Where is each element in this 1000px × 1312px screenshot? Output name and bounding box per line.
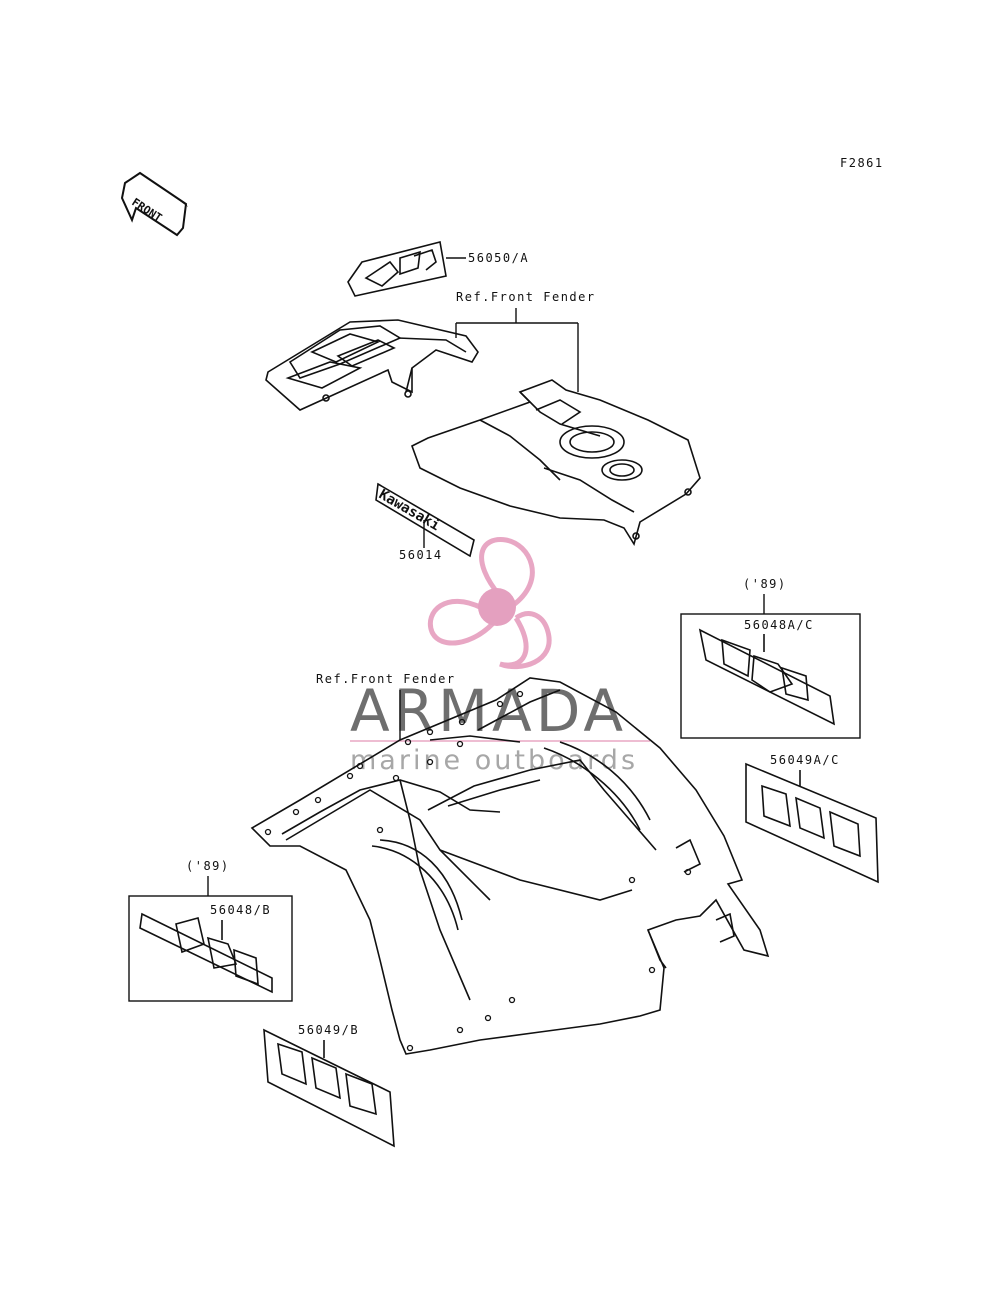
front-fender-rear-panel (265, 319, 479, 411)
rear-fender-mount-holes (264, 690, 692, 1052)
front-arrow-icon: FRONT (120, 171, 188, 237)
decal-56049b (263, 1028, 395, 1148)
watermark-brand: ARMADA (350, 677, 627, 745)
callout-year-right: ('89) (743, 577, 787, 591)
callout-56048b: 56048/B (210, 903, 271, 917)
front-fender-front-panel (411, 379, 701, 546)
kawasaki-emblem-56014: Kawasaki (375, 482, 475, 558)
callout-56049b: 56049/B (298, 1023, 359, 1037)
decal-56048ac (698, 628, 836, 726)
decal-56049ac (745, 762, 879, 884)
leader-ref-front-fender-top (455, 308, 579, 392)
callout-56050a: 56050/A (468, 251, 529, 265)
callout-ref-front-fender-bottom: Ref.Front Fender (316, 672, 456, 686)
decal-56048b (139, 912, 273, 994)
decal-box-left (128, 895, 293, 1002)
callout-56014: 56014 (399, 548, 443, 562)
emblem-56050a (347, 241, 466, 297)
callout-ref-front-fender-top: Ref.Front Fender (456, 290, 596, 304)
decal-box-right (680, 613, 861, 739)
watermark-tagline: marine outboards (350, 745, 638, 776)
kawasaki-emblem-text: Kawasaki (376, 487, 442, 535)
figure-code: F2861 (840, 156, 884, 170)
callout-year-left: ('89) (186, 859, 230, 873)
callout-56049ac: 56049A/C (770, 753, 840, 767)
propeller-logo-icon (427, 537, 552, 670)
callout-56048ac: 56048A/C (744, 618, 814, 632)
rear-fender (250, 677, 770, 1055)
